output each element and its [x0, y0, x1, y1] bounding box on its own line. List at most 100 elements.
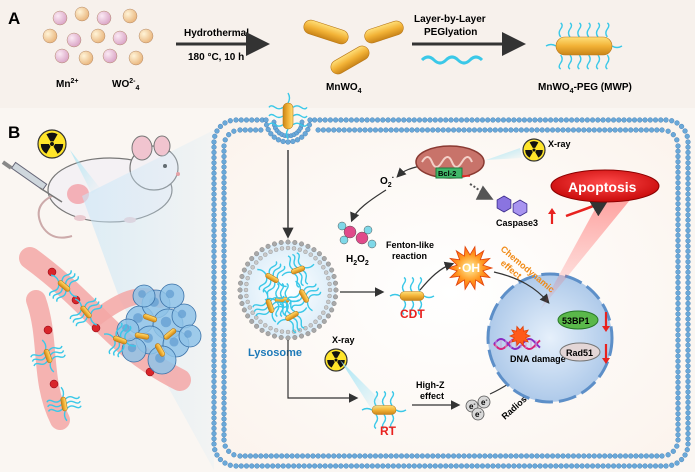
down-arrow-icons	[602, 312, 610, 364]
ion-ball	[112, 30, 128, 46]
step2-line1: Layer-by-Layer	[414, 14, 486, 25]
atom	[363, 225, 373, 235]
atom	[367, 239, 377, 249]
panel-a-letter: A	[8, 9, 20, 28]
caspase-label: Caspase3	[496, 218, 538, 228]
ion-ball	[66, 32, 82, 48]
ion-ball	[52, 10, 68, 26]
ion-ball	[102, 48, 118, 64]
ion-ball	[122, 8, 138, 24]
electron	[471, 407, 485, 421]
fenton-line1: Fenton-like	[386, 240, 434, 250]
bcl2-badge	[435, 167, 463, 179]
step1-top-label: Hydrothermal	[184, 28, 249, 39]
h2o2-label: H2O2	[346, 254, 369, 267]
nanorod	[286, 280, 322, 312]
nanorod	[276, 298, 308, 334]
rad51-badge	[559, 342, 601, 362]
red-blood-cell	[49, 379, 59, 389]
ion-mn-label: Mn2+	[56, 78, 78, 90]
precursor-ions	[42, 6, 154, 66]
rt-label: RT	[380, 424, 397, 438]
radiation-icon	[522, 138, 546, 162]
superoxide-to-h2o2-arrow	[350, 189, 387, 223]
xray-beam-mito	[486, 148, 522, 160]
nanorod	[268, 92, 308, 140]
cell-membrane	[211, 117, 691, 469]
electron	[477, 395, 491, 409]
ion-ball	[128, 50, 144, 66]
ion-ball	[90, 28, 106, 44]
peg-chain	[420, 55, 484, 65]
panel-b-letter: B	[8, 123, 20, 142]
caspase-hexagon	[512, 199, 528, 217]
step2-line2: PEGlyation	[424, 27, 477, 38]
radiation-icon	[324, 348, 348, 372]
ion-ball	[96, 10, 112, 26]
ion-ball	[54, 48, 70, 64]
xray-beam-mouse	[70, 150, 100, 194]
mnwo4-rods	[303, 19, 404, 75]
high-z-line1: High-Z	[416, 380, 445, 390]
cdt-label: CDT	[400, 307, 425, 321]
up-arrow-icon	[548, 208, 556, 224]
atom	[343, 225, 357, 239]
nucleus-icon	[486, 272, 614, 404]
ion-w-label: WO2-4	[112, 78, 139, 92]
syringe-icon	[1, 160, 63, 203]
apoptosis-label: Apoptosis	[568, 179, 637, 195]
electrons: e-e-e-	[465, 395, 491, 421]
nanorod	[389, 276, 435, 316]
electron-label: e-	[481, 398, 487, 407]
atom	[337, 221, 347, 231]
fenton-line2: reaction	[392, 251, 427, 261]
caspase-hexagon	[496, 195, 512, 213]
nanorod	[48, 270, 80, 302]
fenton-arrow	[419, 261, 455, 291]
nanorod	[142, 313, 158, 323]
mwp-nanorod	[545, 22, 623, 70]
nanorod	[30, 339, 66, 373]
red-blood-cell	[43, 325, 53, 335]
nanorod	[69, 297, 103, 327]
radiation-icon	[37, 129, 67, 159]
nanorod	[303, 19, 349, 45]
vessel-nanorods	[30, 270, 137, 422]
product1-label: MnWO4	[326, 82, 362, 95]
oh-label: ·OH	[458, 261, 480, 275]
nanorod	[364, 20, 404, 44]
superoxide-label: O2·	[380, 173, 394, 189]
ion-ball	[138, 28, 154, 44]
bp1-badge	[557, 310, 599, 330]
step1-bottom-label: 180 °C, 10 h	[188, 52, 244, 63]
lysosome-label: Lysosome	[248, 347, 302, 359]
xray-left-label: X-ray	[332, 335, 355, 345]
nanorod	[46, 386, 82, 422]
dna-damage-burst	[509, 325, 531, 347]
cdt-nanorod	[389, 276, 435, 316]
ion-ball	[42, 28, 58, 44]
caspase-icon	[496, 195, 528, 217]
apoptosis-badge	[550, 169, 660, 203]
lysosome	[237, 239, 339, 341]
nanorod	[103, 322, 137, 358]
h2o2-molecule	[337, 221, 377, 249]
nanorod	[330, 45, 370, 75]
nanorod	[163, 328, 177, 340]
apoptosis-beam	[540, 200, 630, 310]
rad51-label: Rad51	[566, 348, 593, 358]
lysosome-to-rt-arrow	[287, 340, 359, 403]
nanorod	[281, 252, 315, 288]
ion-ball	[78, 50, 94, 66]
bp1-label: 53BP1	[562, 316, 590, 326]
atom	[339, 235, 349, 245]
tumor-icon	[116, 283, 202, 375]
electron-label: e-	[469, 402, 475, 411]
product2-label: MnWO4-PEG (MWP)	[538, 82, 632, 95]
dna-damage-label: DNA damage	[510, 354, 566, 364]
entering-nanorod	[268, 92, 308, 140]
xray-top-label: X-ray	[548, 139, 571, 149]
nanorod	[154, 343, 166, 357]
high-z-line2: effect	[420, 391, 444, 401]
